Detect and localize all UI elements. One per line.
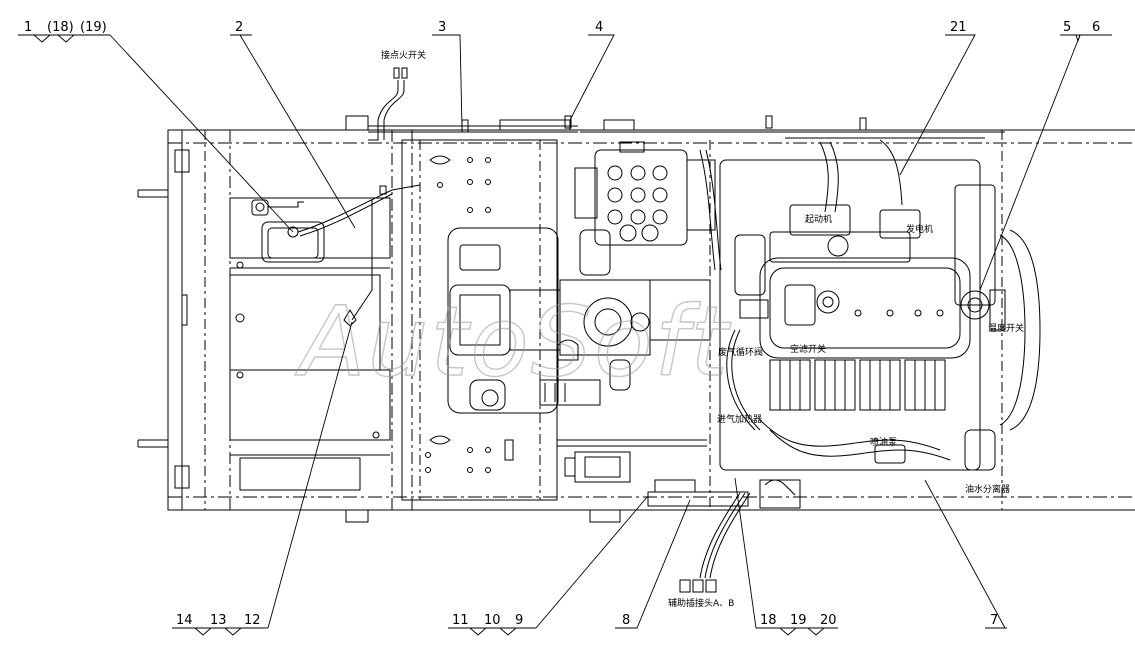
callout-19: (19) — [80, 20, 107, 35]
callout-4: 4 — [595, 20, 603, 35]
engine — [719, 159, 981, 509]
callout-19b: 19 — [790, 613, 807, 628]
callout-20: 20 — [820, 613, 837, 628]
component-labels: 接点火开关 起动机 发电机 温度开关 废气循环阀 空滤开关 进气加热器 喷油泵 … — [381, 49, 1024, 609]
hydraulic-valve — [574, 141, 716, 246]
label-ignition: 接点火开关 — [381, 49, 426, 61]
label-aux-connector: 辅助插接头A、B — [668, 597, 734, 609]
callout-8: 8 — [622, 613, 630, 628]
aux-connector — [679, 492, 751, 593]
callout-6: 6 — [1092, 20, 1100, 35]
chassis-frame — [137, 115, 1135, 523]
label-generator: 发电机 — [906, 223, 933, 235]
ignition-wire — [368, 80, 399, 141]
bracket-8 — [647, 491, 749, 507]
cooling-fan — [954, 184, 1041, 471]
sensor-12 — [343, 309, 357, 327]
battery-box — [251, 199, 325, 263]
callout-13: 13 — [210, 613, 227, 628]
wire-2b — [299, 193, 393, 237]
callout-14: 14 — [176, 613, 193, 628]
wire-2 — [297, 189, 393, 233]
callout-2: 2 — [235, 20, 243, 35]
callouts: 1 (18) (19) 2 3 4 21 5 6 14 13 12 11 10 … — [24, 20, 1100, 628]
callout-12: 12 — [244, 613, 261, 628]
callout-10: 10 — [484, 613, 501, 628]
callout-7: 7 — [990, 613, 998, 628]
callout-18b: 18 — [760, 613, 777, 628]
label-starter: 起动机 — [805, 213, 832, 225]
callout-11: 11 — [452, 613, 469, 628]
callout-3: 3 — [438, 20, 446, 35]
callout-21: 21 — [950, 20, 967, 35]
callout-1: 1 — [24, 20, 32, 35]
leader-lines — [18, 34, 1112, 636]
hydraulic-pump — [447, 227, 711, 414]
callout-5: 5 — [1063, 20, 1071, 35]
label-egr-valve: 废气循环阀 — [718, 346, 763, 358]
callout-18: (18) — [47, 20, 74, 35]
center-plate — [401, 139, 558, 501]
label-water-separator: 油水分离器 — [965, 483, 1010, 495]
label-temp-switch: 温度开关 — [988, 322, 1024, 334]
watermark: AutoSoft — [294, 286, 731, 398]
label-oil-pump: 喷油泵 — [870, 436, 897, 448]
label-air-filter-switch: 空滤开关 — [790, 343, 826, 355]
callout-9: 9 — [515, 613, 523, 628]
label-intake-heater: 进气加热器 — [717, 413, 762, 425]
